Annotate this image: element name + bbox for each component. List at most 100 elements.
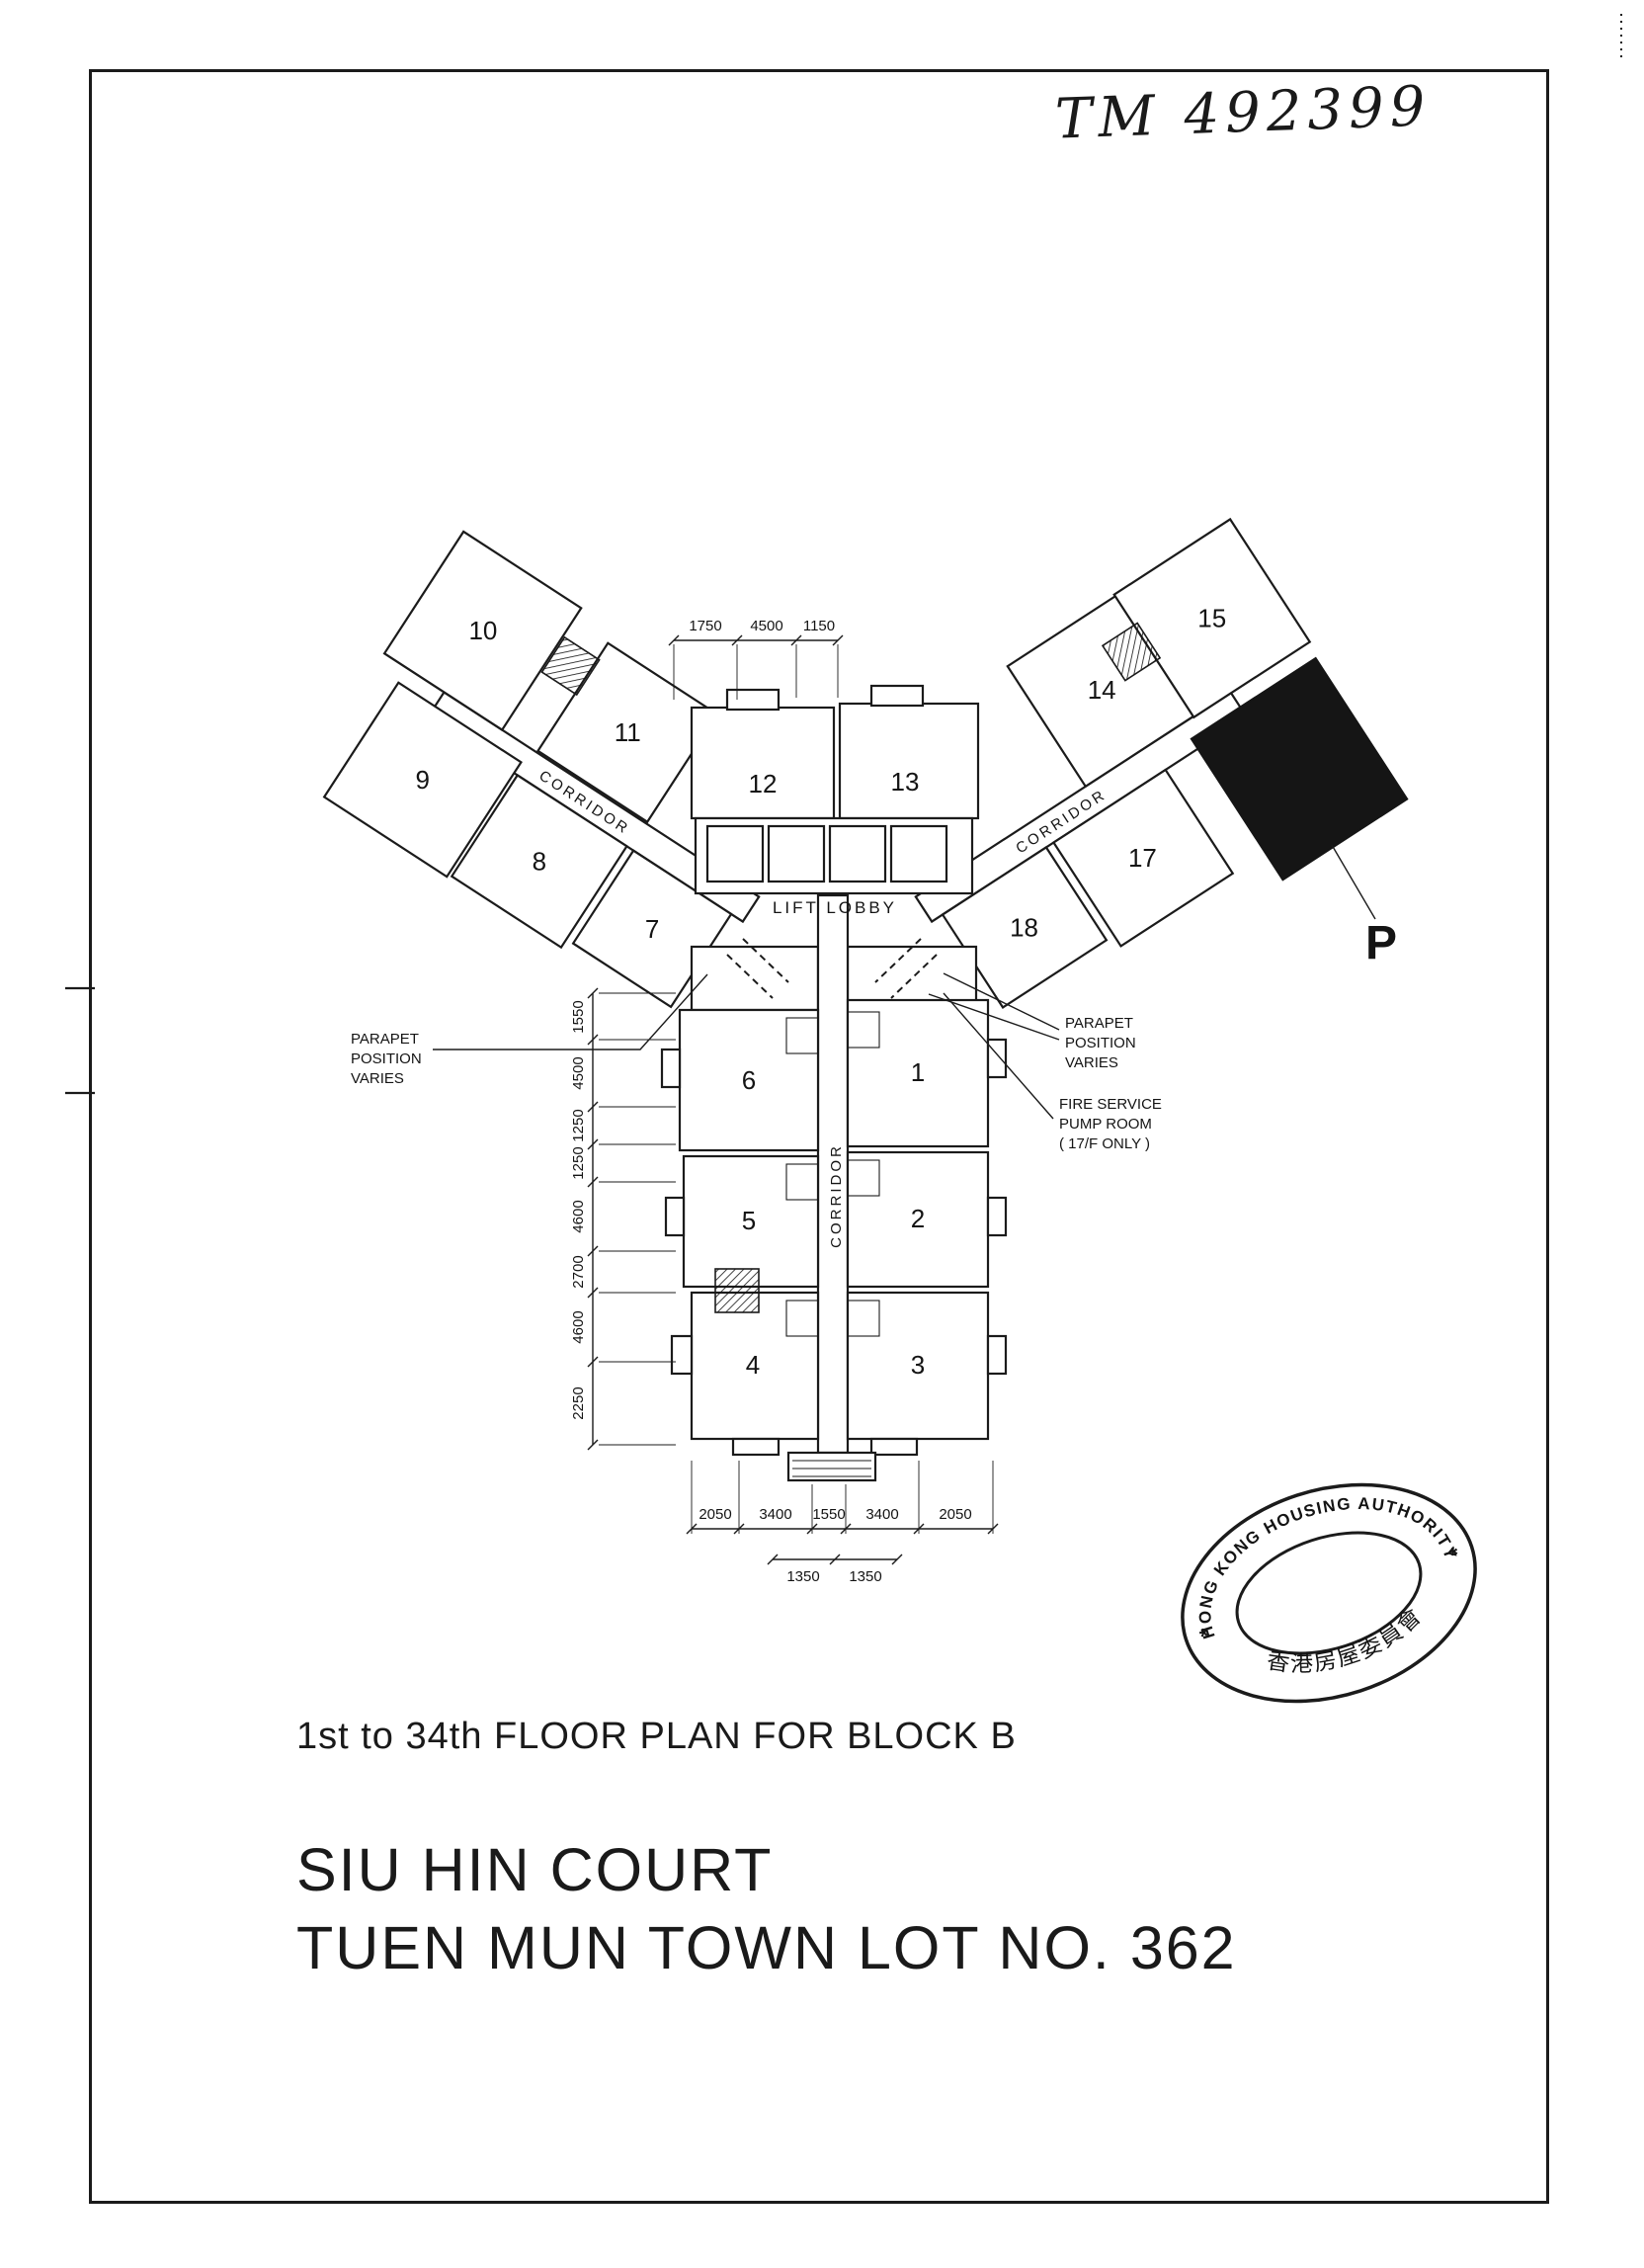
unit-17-number: 17 <box>1128 843 1157 873</box>
parapet-dashed-lines <box>726 938 938 999</box>
note-line: PARAPET <box>351 1031 419 1048</box>
blacked-out-unit <box>1190 656 1409 882</box>
bay-window <box>986 1038 1008 1079</box>
dim-label: 2250 <box>570 1386 587 1419</box>
interior-partition <box>847 1300 880 1337</box>
unit-17-outline <box>1051 768 1235 948</box>
unit-9-number: 9 <box>416 765 430 795</box>
note-line: VARIES <box>1065 1054 1118 1071</box>
unit-6-outline <box>678 1008 820 1152</box>
unit-3-number: 3 <box>911 1350 925 1380</box>
right-stair-hatch <box>1101 622 1162 682</box>
left-dimension-chain: 1550 4500 1250 1250 4600 2700 4600 2250 <box>570 987 676 1451</box>
unit-11-outline <box>535 641 719 824</box>
p-marker: P <box>1365 917 1397 969</box>
dim-label: 4600 <box>570 1310 587 1343</box>
stamp-outer-ring <box>1181 1482 1477 1704</box>
dim-label: 2700 <box>570 1255 587 1288</box>
top-dimension-chain: 1750 4500 1150 <box>668 618 844 700</box>
unit-10-outline <box>382 530 583 732</box>
lift-lobby-label: LIFT LOBBY <box>773 898 897 917</box>
leader-line <box>943 972 1060 1031</box>
bottom-inner-dimension-chain: 1350 1350 <box>767 1554 903 1585</box>
unit-7-number: 7 <box>645 914 659 944</box>
lift-car <box>767 824 826 883</box>
unit-4-number: 4 <box>746 1350 760 1380</box>
lift-car <box>705 824 765 883</box>
junction-left <box>690 945 820 1012</box>
dim-label: 1350 <box>849 1568 881 1585</box>
dim-label: 4500 <box>570 1056 587 1089</box>
dim-label: 1250 <box>570 1146 587 1179</box>
unit-12-bay <box>725 688 781 712</box>
central-corridor-label: CORRIDOR <box>828 1143 845 1248</box>
lift-car <box>828 824 887 883</box>
unit-13-bay <box>869 684 925 708</box>
unit-9-outline <box>322 681 523 879</box>
unit-15-number: 15 <box>1197 604 1226 633</box>
fold-marks <box>65 14 1622 1095</box>
bay-window <box>670 1334 694 1376</box>
unit-18-number: 18 <box>1010 913 1038 943</box>
dim-label: 1150 <box>803 618 835 634</box>
central-stem: 6 1 5 2 4 3 CORRIDOR <box>660 998 1008 1482</box>
stamp-text-bottom: 香港房屋委員會 <box>1258 1598 1434 1694</box>
lot-number: TUEN MUN TOWN LOT NO. 362 <box>296 1914 1237 1982</box>
authority-stamp: HONG KONG HOUSING AUTHORITY 香港房屋委員會 * * <box>1170 1462 1477 1704</box>
dim-label: 1350 <box>786 1568 819 1585</box>
estate-name: SIU HIN COURT <box>296 1836 774 1903</box>
unit-2-number: 2 <box>911 1204 925 1233</box>
unit-12-number: 12 <box>749 769 778 798</box>
dim-label: 2050 <box>939 1506 971 1523</box>
unit-10-number: 10 <box>468 616 497 645</box>
lift-car <box>889 824 948 883</box>
note-line: ( 17/F ONLY ) <box>1059 1135 1150 1152</box>
dim-label: 1750 <box>689 618 721 634</box>
interior-partition <box>785 1017 819 1054</box>
unit-2-outline <box>846 1150 990 1289</box>
left-stair-hatch <box>540 635 601 697</box>
unit-8-number: 8 <box>533 847 546 877</box>
interior-partition <box>847 1011 880 1049</box>
stamp-inner-ring <box>1235 1531 1423 1655</box>
unit-12-outline <box>690 706 836 820</box>
p-marker-group: P <box>1331 844 1397 969</box>
unit-1-outline <box>846 998 990 1148</box>
right-wing: CORRIDOR 18 17 14 15 <box>914 517 1409 1009</box>
note-line: FIRE SERVICE <box>1059 1096 1162 1113</box>
dim-label: 3400 <box>759 1506 791 1523</box>
dim-label: 1550 <box>812 1506 845 1523</box>
drawing-border <box>89 69 1549 2204</box>
unit-14-number: 14 <box>1088 675 1116 705</box>
interior-partition <box>847 1159 880 1197</box>
floor-plan-title: 1st to 34th FLOOR PLAN FOR BLOCK B <box>296 1716 1017 1757</box>
unit-6-number: 6 <box>742 1065 756 1095</box>
unit-13-number: 13 <box>891 767 920 797</box>
unit-5-number: 5 <box>742 1206 756 1235</box>
unit-13-outline <box>838 702 980 820</box>
dim-label: 1550 <box>570 1000 587 1033</box>
unit-11-number: 11 <box>615 717 641 747</box>
dim-label: 3400 <box>865 1506 898 1523</box>
p-leader-line <box>1331 844 1376 920</box>
centre-block: LIFT LOBBY 12 13 <box>690 684 980 1455</box>
dim-label: 4500 <box>750 618 782 634</box>
stamp-star-right: * <box>1446 1542 1462 1568</box>
bay-window <box>869 1437 919 1457</box>
interior-partition <box>785 1163 819 1201</box>
dim-label: 4600 <box>570 1200 587 1232</box>
step-lines <box>792 1460 871 1477</box>
note-line: POSITION <box>351 1050 422 1067</box>
leader-line <box>433 973 708 1050</box>
title-block: 1st to 34th FLOOR PLAN FOR BLOCK B SIU H… <box>296 1716 1237 1988</box>
dim-label: 2050 <box>699 1506 731 1523</box>
dim-label: 1250 <box>570 1109 587 1141</box>
bay-window <box>664 1196 686 1237</box>
leader-line <box>943 992 1054 1120</box>
stem-stair-hatch <box>714 1268 760 1313</box>
bay-window <box>731 1437 781 1457</box>
parapet-note-left: PARAPET POSITION VARIES <box>351 973 708 1087</box>
note-line: PARAPET <box>1065 1015 1133 1032</box>
